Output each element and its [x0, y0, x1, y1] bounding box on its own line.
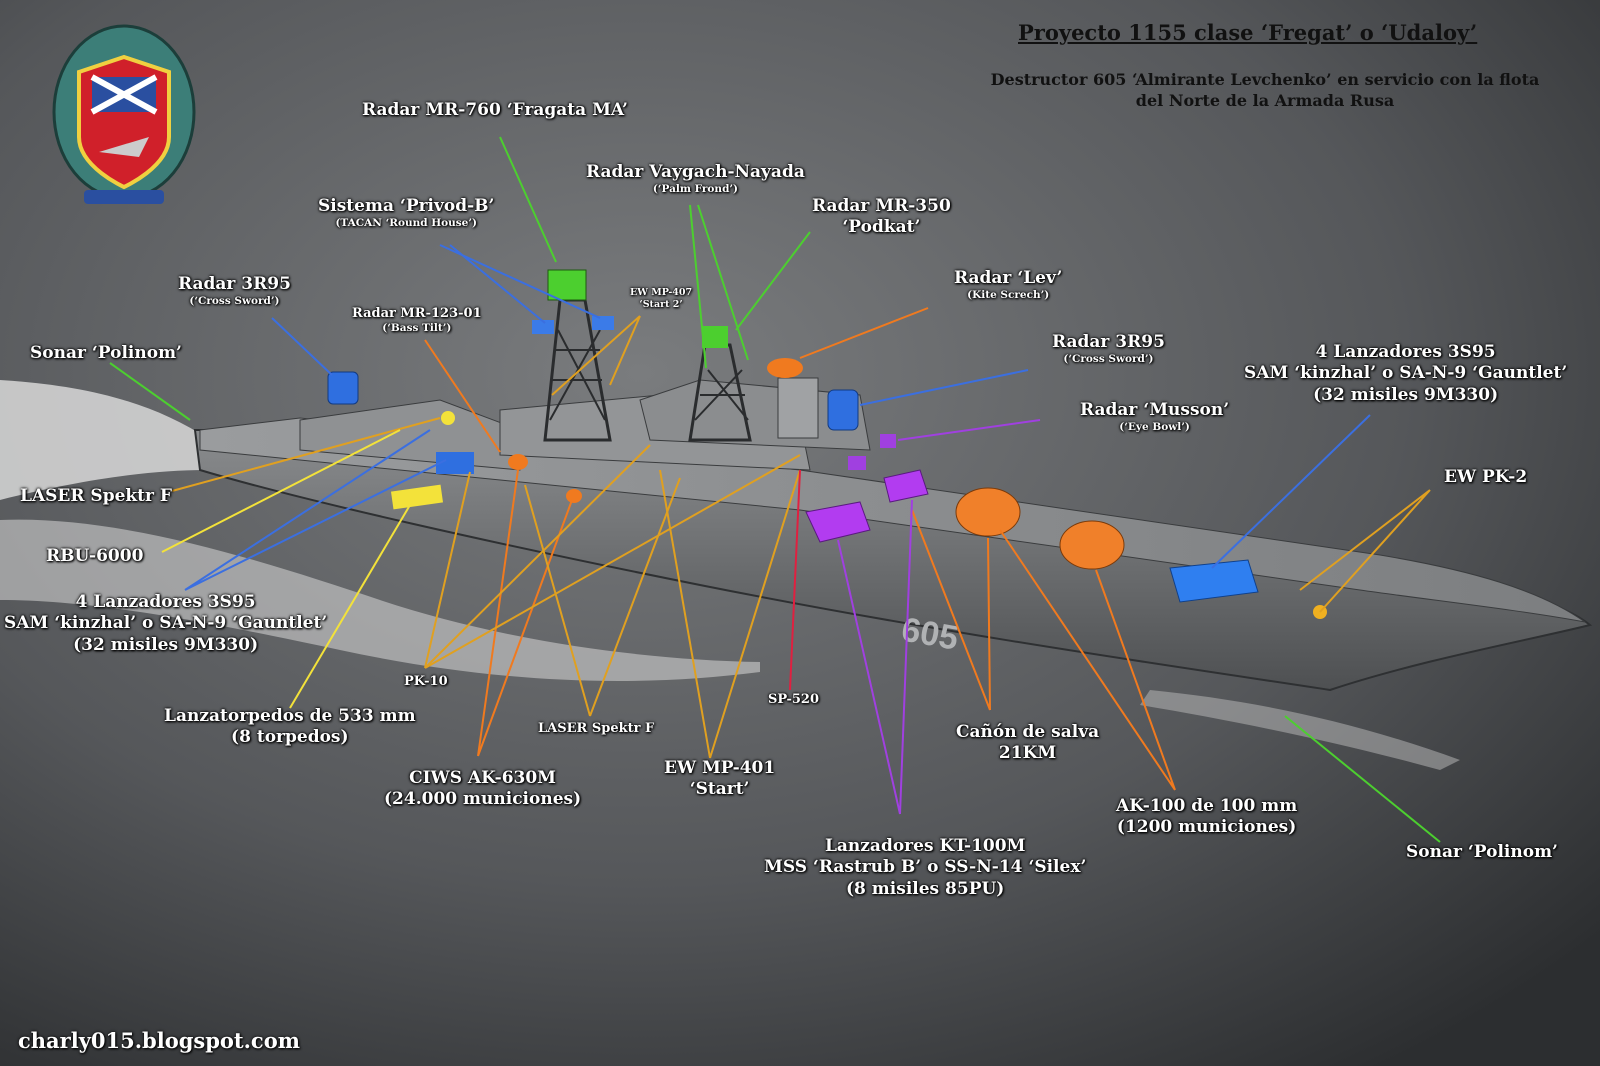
leader-line — [551, 315, 641, 396]
leader-line — [171, 417, 441, 492]
label-ew-pk-2: EW PK-2 — [1444, 467, 1528, 487]
tacan-marker — [592, 316, 614, 330]
musson-marker — [848, 456, 866, 470]
leader-line — [524, 477, 681, 717]
fore-mast — [688, 343, 752, 442]
vaygach-marker — [702, 326, 728, 348]
tacan-marker — [532, 320, 554, 334]
label-radar-vaygach: Radar Vaygach-Nayada (‘Palm Frond’) — [586, 162, 805, 196]
leader-line — [161, 429, 401, 553]
diagram-title: Proyecto 1155 clase ‘Fregat’ o ‘Udaloy’ — [1018, 20, 1478, 45]
fore-mast-braces — [694, 369, 749, 421]
leader-line — [859, 369, 1029, 406]
label-radar-mr-350: Radar MR-350 ‘Podkat’ — [812, 196, 951, 238]
wake — [0, 380, 210, 500]
subtitle-line: del Norte de la Armada Rusa — [1135, 90, 1395, 110]
radar-3r95-fore-marker — [827, 389, 859, 431]
label-ciws-ak-630m: CIWS AK-630M (24.000 municiones) — [384, 768, 582, 810]
radar-3r95-aft-marker — [327, 371, 359, 405]
label-rbu-6000: RBU-6000 — [46, 546, 144, 566]
leader-line — [477, 469, 573, 757]
leader-line — [499, 136, 557, 263]
leader-line — [999, 529, 1176, 791]
torpedo-tubes-marker — [390, 484, 444, 510]
label-sonar-polinom-aft: Sonar ‘Polinom’ — [30, 343, 182, 363]
leader-line — [184, 429, 447, 591]
wake — [0, 519, 760, 681]
label-privod-b: Sistema ‘Privod-B’ (TACAN ‘Round House’) — [318, 196, 495, 230]
leader-line — [289, 504, 411, 709]
label-ew-mp-407: EW MP-407 ‘Start 2’ — [630, 287, 693, 310]
label-ak-100: AK-100 de 100 mm (1200 municiones) — [1116, 796, 1298, 838]
leader-line — [1211, 414, 1371, 569]
leader-line — [837, 499, 913, 815]
label-sam-aft: 4 Lanzadores 3S95 SAM ‘kinzhal’ o SA-N-9… — [4, 592, 328, 655]
wake — [1140, 690, 1460, 770]
leader-line — [799, 307, 929, 359]
label-radar-mr-123: Radar MR-123-01 (‘Bass Tilt’) — [352, 306, 482, 335]
label-radar-3r95-aft: Radar 3R95 (‘Cross Sword’) — [178, 274, 291, 308]
leader-line — [424, 444, 801, 669]
rbu-6000-marker — [441, 411, 455, 425]
label-sam-fore: 4 Lanzadores 3S95 SAM ‘kinzhal’ o SA-N-9… — [1244, 342, 1568, 405]
sam-aft-marker — [436, 452, 474, 474]
leader-line — [897, 419, 1041, 441]
kt-100m-launcher — [883, 469, 929, 503]
label-radar-musson: Radar ‘Musson’ (‘Eye Bowl’) — [1080, 400, 1230, 434]
leader-line — [109, 362, 191, 421]
label-laser-spektr-aft: LASER Spektr F — [20, 486, 172, 506]
ak-630m-mount — [508, 454, 528, 470]
leader-line — [789, 469, 801, 691]
label-sonar-polinom-fore: Sonar ‘Polinom’ — [1406, 842, 1558, 862]
leader-line — [659, 469, 801, 759]
label-ew-mp-401: EW MP-401 ‘Start’ — [664, 758, 776, 800]
label-radar-lev: Radar ‘Lev’ (Kite Screch’) — [954, 268, 1063, 302]
label-kt-100m: Lanzadores KT-100M MSS ‘Rastrub B’ o SS-… — [764, 836, 1087, 899]
sam-fore-marker — [1169, 559, 1259, 603]
musson-marker — [880, 434, 896, 448]
leader-line — [689, 204, 749, 369]
ak-100-turret — [1059, 520, 1125, 570]
leader-line — [439, 244, 601, 324]
label-pk-10: PK-10 — [404, 674, 448, 689]
leader-line — [271, 317, 333, 376]
leader-line — [1299, 489, 1431, 613]
label-radar-mr-760: Radar MR-760 ‘Fragata MA’ — [362, 100, 628, 120]
label-salute-gun: Cañón de salva 21KM — [956, 722, 1100, 764]
label-sp-520: SP-520 — [768, 692, 819, 707]
radar-lev-marker — [767, 358, 803, 378]
leader-line — [424, 339, 501, 453]
bridge-tower — [777, 377, 819, 439]
label-laser-spektr-fore: LASER Spektr F — [538, 721, 655, 736]
kt-100m-launcher — [805, 501, 871, 543]
subtitle-line: Destructor 605 ‘Almirante Levchenko’ en … — [990, 70, 1540, 89]
label-radar-3r95-fore: Radar 3R95 (‘Cross Sword’) — [1052, 332, 1165, 366]
ak-630m-mount — [566, 489, 582, 503]
ak-100-turret — [955, 487, 1021, 537]
ship-emblem — [52, 24, 196, 204]
leader-line — [911, 509, 991, 711]
blog-watermark: charly015.blogspot.com — [18, 1028, 300, 1053]
label-torpedo-tubes: Lanzatorpedos de 533 mm (8 torpedos) — [164, 706, 416, 748]
leader-line — [1284, 715, 1441, 843]
radar-mr-760-marker — [547, 269, 587, 301]
diagram-subtitle: Destructor 605 ‘Almirante Levchenko’ en … — [970, 70, 1560, 112]
leader-line — [735, 231, 811, 331]
